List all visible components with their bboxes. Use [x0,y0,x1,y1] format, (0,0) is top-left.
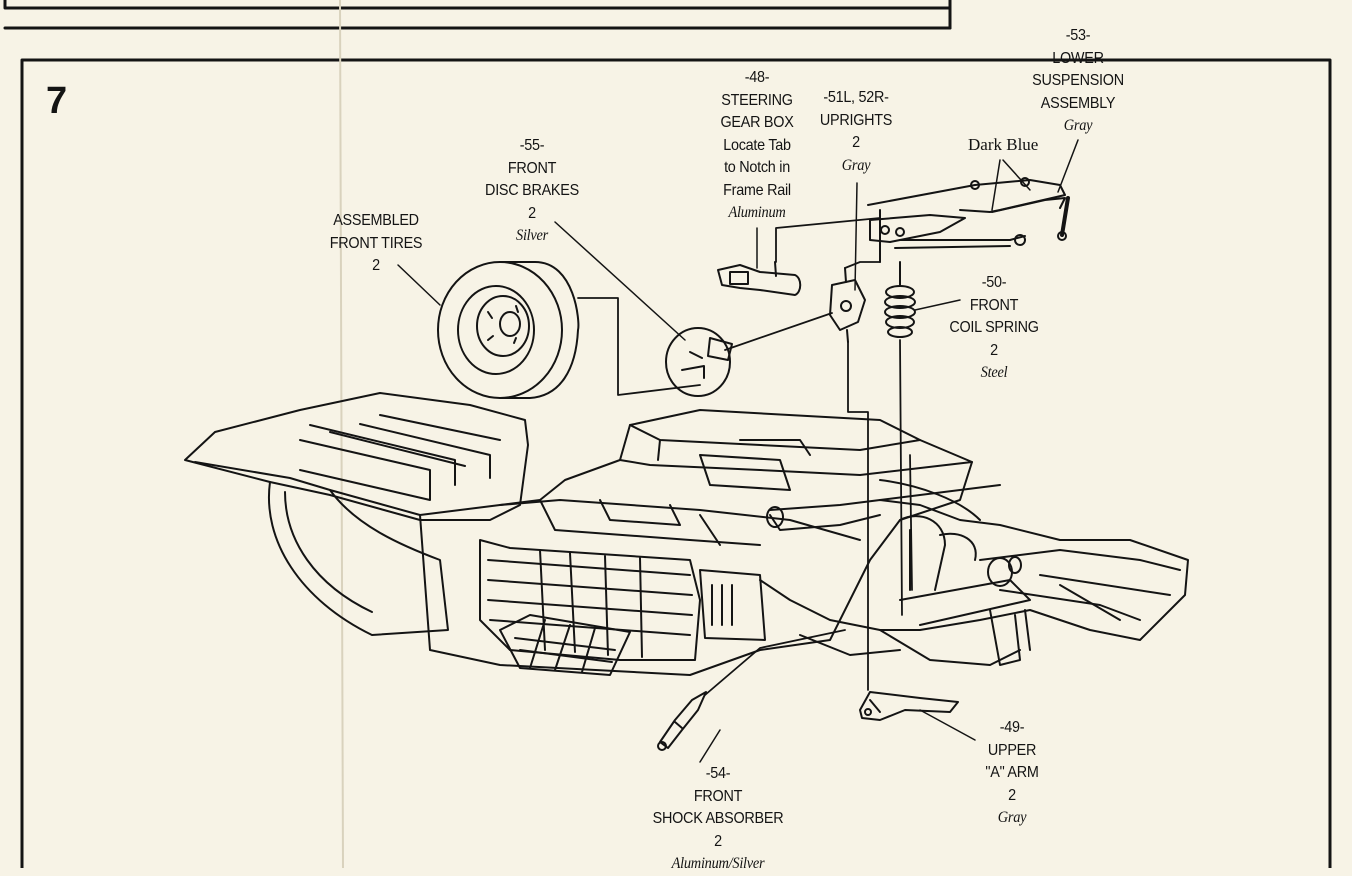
label-line: FRONT TIRES [329,234,423,252]
callout-dark-blue: Dark Blue [968,135,1039,154]
label-line: 2 [714,832,722,850]
label-front-coil-spring: -50- FRONT COIL SPRING 2 Steel [931,272,1057,385]
assembly-guide-lines [577,217,913,696]
label-line: ASSEMBLED [333,212,419,229]
upright-part [829,267,866,343]
part-number: -49- [999,719,1025,736]
material-name: Gray [841,156,871,174]
panel-frames [3,0,1332,868]
label-line: FRONT [693,787,743,805]
part-number: -51L, 52R- [823,89,889,106]
label-line: FRONT [969,296,1019,314]
part-number: -48- [744,69,770,86]
part-number: -50- [981,274,1007,291]
leader-lines [397,139,1079,763]
label-line: UPRIGHTS [819,111,893,129]
label-line: 2 [990,341,998,359]
coil-spring-part [884,261,916,338]
label-lower-suspension-assembly: -53- LOWER SUSPENSION ASSEMBLY Gray [1015,25,1141,138]
material-name: Gray [1063,117,1093,134]
upper-a-arm-part [859,691,959,721]
label-line: FRONT [507,159,557,177]
label-steering-gear-box: -48- STEERING GEAR BOX Locate Tab to Not… [703,67,811,225]
label-line: Frame Rail [723,181,791,199]
part-number: -55- [519,137,545,154]
material-name: Aluminum/Silver [671,855,765,872]
label-line: 2 [1008,786,1016,804]
brake-disc-part [665,327,733,397]
label-line: LOWER [1052,49,1104,67]
step-number: 7 [46,80,68,122]
label-line: "A" ARM [985,764,1039,781]
label-front-disc-brakes: -55- FRONT DISC BRAKES 2 Silver [469,135,595,248]
material-name: Silver [516,227,548,244]
material-name: Aluminum [728,204,786,221]
label-front-shock-absorber: -54- FRONT SHOCK ABSORBER 2 Aluminum/Sil… [637,763,799,876]
label-line: 2 [372,257,380,274]
shock-absorber-part [657,691,707,751]
label-line: 2 [528,204,536,222]
label-line: Locate Tab [723,136,791,154]
part-number: -53- [1065,27,1091,44]
label-line: SHOCK ABSORBER [652,810,784,827]
material-name: Steel [980,364,1008,381]
part-number: -54- [705,765,731,782]
label-line: STEERING [721,91,793,109]
chassis-drawing [184,392,1189,676]
label-upper-a-arm: -49- UPPER "A" ARM 2 Gray [967,717,1057,830]
label-line: 2 [852,134,860,151]
tire-part [437,261,580,399]
material-name: Gray [997,809,1027,826]
label-line: COIL SPRING [949,319,1039,336]
label-uprights: -51L, 52R- UPRIGHTS 2 Gray [811,87,901,177]
label-assembled-front-tires: ASSEMBLED FRONT TIRES 2 [313,210,439,278]
label-line: DISC BRAKES [485,182,579,199]
label-line: ASSEMBLY [1040,94,1116,112]
label-line: to Notch in [724,159,790,176]
lower-suspension-part [867,177,1070,263]
steering-gearbox-part [717,261,802,296]
label-line: SUSPENSION [1032,72,1124,89]
label-line: UPPER [987,741,1037,759]
label-line: GEAR BOX [720,114,794,131]
